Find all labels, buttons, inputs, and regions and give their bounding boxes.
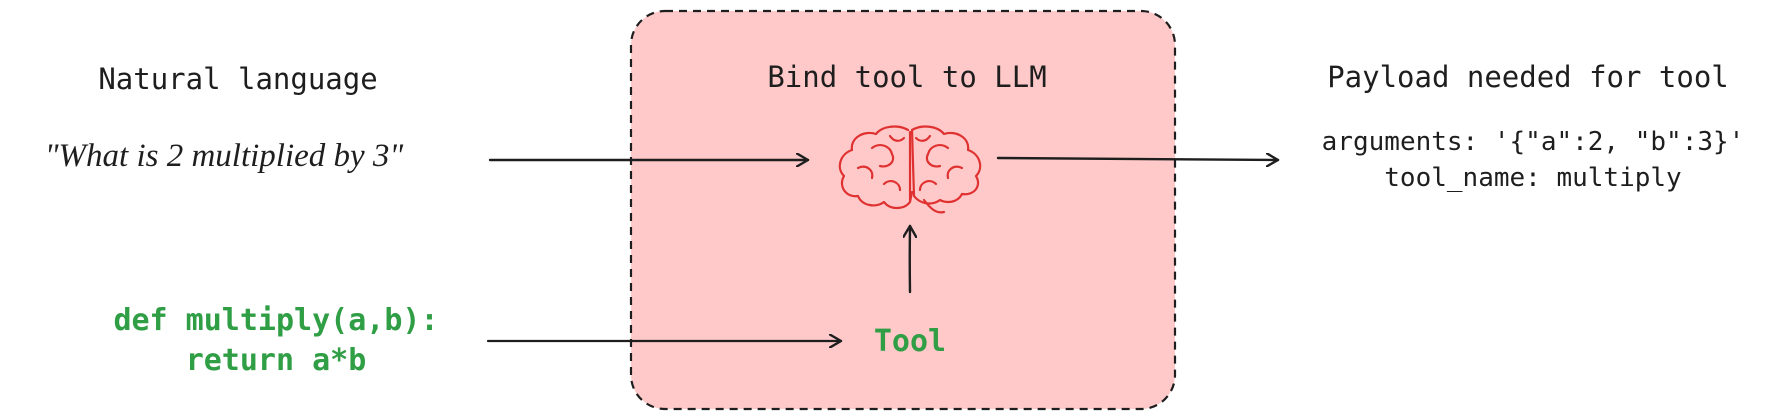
bind-tool-title: Bind tool to LLM bbox=[767, 60, 1046, 94]
payload-heading: Payload needed for tool bbox=[1327, 60, 1729, 94]
llm-to-payload-arrow bbox=[996, 158, 1280, 160]
natural-language-query: "What is 2 multiplied by 3" bbox=[45, 138, 404, 174]
natural-language-heading: Natural language bbox=[98, 62, 377, 96]
bind-tool-box bbox=[629, 9, 1177, 411]
brain-icon bbox=[838, 125, 982, 214]
tool-label: Tool bbox=[874, 324, 946, 359]
payload-tool-name: tool_name: multiply bbox=[1384, 163, 1681, 193]
tool-code-line-1: def multiply(a,b): bbox=[113, 303, 438, 338]
tool-code-line-2: return a*b bbox=[186, 343, 367, 378]
payload-arguments: arguments: '{"a":2, "b":3}' bbox=[1322, 127, 1745, 157]
